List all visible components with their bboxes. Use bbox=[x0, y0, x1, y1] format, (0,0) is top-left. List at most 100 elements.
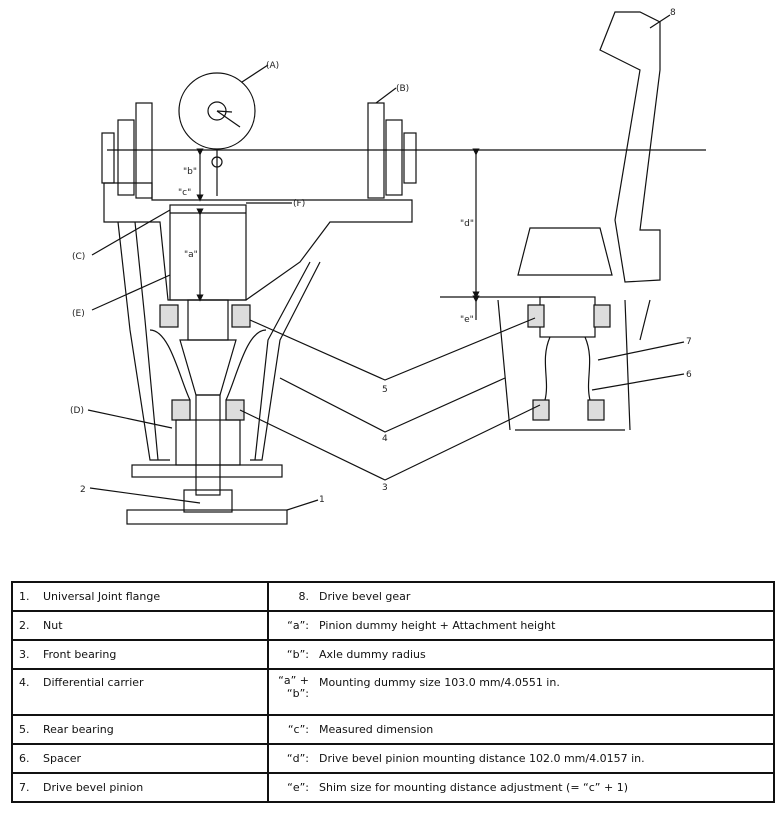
carrier-right-inner-wall bbox=[254, 261, 311, 461]
leader-8 bbox=[649, 14, 671, 29]
callout-7: 7 bbox=[686, 337, 692, 347]
callout-C: (C) bbox=[72, 252, 85, 262]
leader-2 bbox=[89, 487, 201, 504]
housing-flange bbox=[131, 464, 283, 478]
universal-joint-flange bbox=[126, 509, 288, 525]
callout-B: (B) bbox=[396, 84, 409, 94]
dimension-description: Pinion dummy height + Attachment height bbox=[319, 619, 556, 633]
leader-7 bbox=[597, 341, 685, 361]
leader-5 bbox=[249, 317, 536, 381]
part-number: 4. bbox=[19, 676, 30, 689]
part-number: 2. bbox=[19, 619, 30, 632]
leader-B bbox=[375, 87, 397, 104]
part-number: 6. bbox=[19, 752, 30, 765]
dim-c-label: "c" bbox=[178, 188, 191, 198]
leader-4 bbox=[279, 377, 506, 433]
dimension-code: “c”: bbox=[287, 723, 309, 737]
shaft-housing-curve bbox=[149, 329, 267, 401]
dimension-description: Mounting dummy size 103.0 mm/4.0551 in. bbox=[319, 676, 560, 689]
pinion-shaft-taper bbox=[179, 339, 237, 396]
right-inner-flange bbox=[385, 119, 403, 196]
legend-row: 5. Rear bearing “c”: Measured dimension bbox=[11, 714, 775, 745]
carrier-left-wall bbox=[117, 221, 170, 461]
part-name: Drive bevel pinion bbox=[43, 781, 144, 794]
dimension-description: Drive bevel gear bbox=[319, 590, 411, 604]
bevel-pinion-head bbox=[517, 227, 613, 276]
dimension-code: “d”: bbox=[286, 752, 309, 766]
dimension-description: Axle dummy radius bbox=[319, 648, 426, 662]
callout-6: 6 bbox=[686, 370, 692, 380]
rear-bearing-right bbox=[231, 304, 251, 328]
dial-needle bbox=[216, 110, 241, 128]
right-rear-bearing-right bbox=[593, 304, 611, 328]
part-number: 1. bbox=[19, 590, 30, 603]
legend-row: 6. Spacer “d”: Drive bevel pinion mounting… bbox=[11, 743, 775, 774]
pinion-shaft-upper bbox=[187, 299, 229, 341]
part-name: Nut bbox=[43, 619, 63, 632]
leader-A bbox=[241, 64, 269, 83]
right-outer-flange bbox=[403, 132, 417, 184]
leader-3 bbox=[239, 404, 541, 481]
part-number: 5. bbox=[19, 723, 30, 736]
callout-D: (D) bbox=[70, 406, 84, 416]
right-rear-bearing-left bbox=[527, 304, 545, 328]
drive-bevel-gear bbox=[599, 11, 661, 283]
legend-row: 3. Front bearing “b”: Axle dummy radius bbox=[11, 639, 775, 670]
rear-bearing-left bbox=[159, 304, 179, 328]
part-name: Spacer bbox=[43, 752, 82, 765]
leader-D bbox=[87, 409, 173, 429]
part-name: Front bearing bbox=[43, 648, 117, 661]
dial-needle-small bbox=[216, 110, 233, 113]
dimension-description: Measured dimension bbox=[319, 723, 434, 737]
dim-b-label: "b" bbox=[183, 167, 197, 177]
dim-e-label: "e" bbox=[460, 315, 474, 325]
dimension-description: Shim size for mounting distance adjustme… bbox=[319, 781, 628, 795]
dimension-code: “a” + “b”: bbox=[278, 674, 309, 701]
callout-4: 4 bbox=[382, 434, 388, 444]
right-carrier-walls bbox=[497, 299, 651, 431]
leader-6 bbox=[591, 373, 685, 391]
dimension-code: 8. bbox=[298, 590, 310, 604]
carrier-left-inner-wall bbox=[134, 221, 159, 461]
spacer-curves bbox=[544, 336, 591, 401]
carrier-right-wall bbox=[250, 261, 321, 461]
callout-E: (E) bbox=[72, 309, 85, 319]
dim-a-label: "a" bbox=[184, 250, 198, 260]
left-bearing-block bbox=[135, 102, 153, 199]
dim-d-label: "d" bbox=[460, 219, 474, 229]
part-name: Universal Joint flange bbox=[43, 590, 161, 603]
legend-row: 7. Drive bevel pinion “e”: Shim size for m… bbox=[11, 772, 775, 803]
technical-diagram: (A) (B) (C) (D) (E) (F) 1 2 3 4 5 6 7 8 … bbox=[70, 8, 706, 525]
part-number: 7. bbox=[19, 781, 30, 794]
callout-3: 3 bbox=[382, 483, 388, 493]
part-name: Differential carrier bbox=[43, 676, 144, 689]
right-front-bearing-left bbox=[532, 399, 550, 421]
leader-C bbox=[91, 209, 171, 256]
right-pinion-shaft bbox=[539, 296, 596, 338]
dimension-code: “e”: bbox=[287, 781, 309, 795]
carrier-upper bbox=[103, 182, 413, 301]
legend-row: 2. Nut “a”: Pinion dummy height + Attachme… bbox=[11, 610, 775, 641]
callout-2: 2 bbox=[80, 485, 86, 495]
front-bearing-left bbox=[171, 399, 191, 421]
nut bbox=[183, 489, 233, 513]
callout-F: (F) bbox=[293, 199, 305, 209]
pinion-shaft-lower bbox=[195, 394, 221, 496]
lower-housing bbox=[175, 419, 241, 466]
callout-8: 8 bbox=[670, 8, 676, 18]
legend-row: 1. Universal Joint flange 8. Drive bevel g… bbox=[11, 581, 775, 612]
pinion-dummy-block bbox=[169, 204, 247, 301]
left-outer-flange bbox=[101, 132, 115, 184]
leader-1 bbox=[286, 499, 319, 511]
part-number: 3. bbox=[19, 648, 30, 661]
left-inner-flange bbox=[117, 119, 135, 196]
callout-5: 5 bbox=[382, 385, 388, 395]
leader-E bbox=[91, 274, 171, 311]
part-name: Rear bearing bbox=[43, 723, 114, 736]
dimension-description: Drive bevel pinion mounting distance 102… bbox=[319, 752, 645, 766]
callout-A: (A) bbox=[266, 61, 279, 71]
right-front-bearing-right bbox=[587, 399, 605, 421]
dimension-code: “a”: bbox=[287, 619, 309, 633]
dimension-code: “b”: bbox=[286, 648, 309, 662]
legend-row: 4. Differential carrier “a” + “b”: Mountin… bbox=[11, 668, 775, 716]
